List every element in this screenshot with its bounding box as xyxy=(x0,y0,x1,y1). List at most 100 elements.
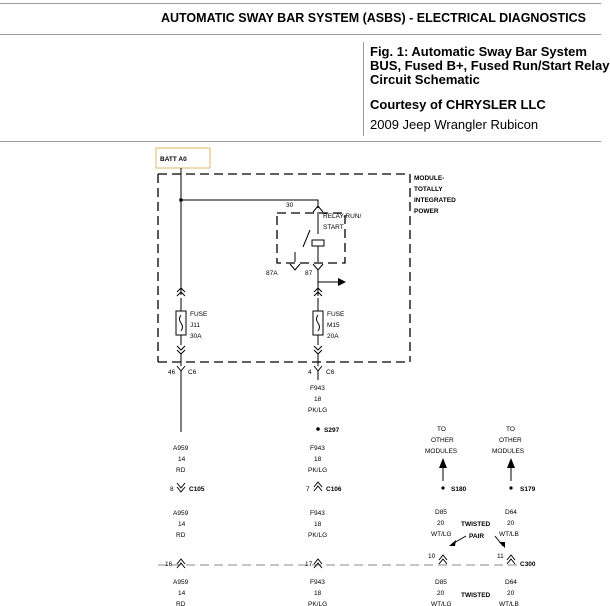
fuse-m15-label: FUSE xyxy=(327,311,345,318)
header-rule xyxy=(0,34,601,35)
wire-a959-circuit-3: A959 xyxy=(173,579,189,586)
fuse-m15-element xyxy=(316,298,320,345)
wire-a959-gauge-1: 14 xyxy=(178,456,186,463)
wire-d85-gauge-1: 20 xyxy=(437,520,445,527)
fuse-m15-top-connector xyxy=(313,287,323,297)
to-modules-left-3: MODULES xyxy=(425,448,458,455)
c300-pin-11: 11 xyxy=(497,553,504,560)
twisted-pair-arrow-right-icon xyxy=(499,542,505,548)
c300-pin-16: 16 xyxy=(165,561,173,568)
c105-label: C105 xyxy=(189,486,205,493)
c300-pin-10: 10 xyxy=(428,553,436,560)
fuse-j11-element xyxy=(179,298,183,345)
c105-connector xyxy=(176,482,186,493)
fuse-j11-bottom-connector xyxy=(176,345,186,355)
wire-f943-circuit-2: F943 xyxy=(310,445,325,452)
relay-coil xyxy=(311,239,325,247)
figure-courtesy: Courtesy of CHRYSLER LLC xyxy=(370,97,546,112)
page-header-title: AUTOMATIC SWAY BAR SYSTEM (ASBS) - ELECT… xyxy=(160,11,586,25)
c6-left-pin: 46 xyxy=(168,369,176,376)
module-label-4: POWER xyxy=(414,208,439,215)
s297-label: S297 xyxy=(324,427,340,434)
top-rule xyxy=(0,3,601,4)
wire-d64-gauge-2: 20 xyxy=(507,590,515,597)
wire-d64-color-2: WT/LB xyxy=(499,601,519,606)
to-modules-right-2: OTHER xyxy=(499,437,522,444)
c300-pin-17: 17 xyxy=(305,561,313,568)
c300-pin-17-connector xyxy=(313,558,323,569)
fuse-j11-rating: 30A xyxy=(190,333,202,340)
twisted-pair-label-lower: TWISTED xyxy=(461,592,491,599)
c6-left-label: C6 xyxy=(188,369,197,376)
figure-title: Fig. 1: Automatic Sway Bar System BUS, F… xyxy=(370,44,610,87)
c106-pin: 7 xyxy=(306,486,310,493)
wire-f943-gauge-3: 18 xyxy=(314,521,322,528)
wire-d64-gauge-1: 20 xyxy=(507,520,515,527)
wire-f943-gauge-1: 18 xyxy=(314,396,322,403)
module-label-3: INTEGRATED xyxy=(414,197,456,204)
to-modules-right-3: MODULES xyxy=(492,448,525,455)
wire-d85-circuit-1: D85 xyxy=(435,509,447,516)
c6-right-connector xyxy=(313,365,323,376)
c300-pin-10-connector xyxy=(438,554,448,565)
wire-a959-color-3: RD xyxy=(176,601,186,606)
batt-label: BATT A0 xyxy=(160,156,187,163)
to-modules-left-1: TO xyxy=(437,426,446,433)
wire-a959-gauge-2: 14 xyxy=(178,521,186,528)
to-modules-left-arrow-icon xyxy=(439,458,447,468)
s297-splice-dot xyxy=(316,427,320,431)
to-modules-right-arrow-icon xyxy=(507,458,515,468)
relay-pin-87: 87 xyxy=(305,270,313,277)
wire-a959-circuit-1: A959 xyxy=(173,445,189,452)
c6-right-label: C6 xyxy=(326,369,335,376)
s180-label: S180 xyxy=(451,486,467,493)
fuse-j11-top-connector xyxy=(176,287,186,297)
relay-label-2: START xyxy=(323,224,344,231)
wire-d85-circuit-2: D85 xyxy=(435,579,447,586)
wire-d85-color-2: WT/LG xyxy=(431,601,452,606)
wire-f943-color-2: PK/LG xyxy=(308,467,327,474)
wire-f943-color-1: PK/LG xyxy=(308,407,327,414)
relay-pin-30: 30 xyxy=(286,202,294,209)
fuse-j11-label: FUSE xyxy=(190,311,208,318)
wire-f943-gauge-4: 18 xyxy=(314,590,322,597)
wire-a959-gauge-3: 14 xyxy=(178,590,186,597)
wire-d64-circuit-2: D64 xyxy=(505,579,517,586)
module-label-1: MODULE- xyxy=(414,175,444,182)
page-header: AUTOMATIC SWAY BAR SYSTEM (ASBS) - ELECT… xyxy=(0,11,601,25)
wire-d85-gauge-2: 20 xyxy=(437,590,445,597)
figure-caption: Fig. 1: Automatic Sway Bar System BUS, F… xyxy=(363,42,609,136)
c6-left-connector xyxy=(176,365,186,376)
twisted-pair-label-1: TWISTED xyxy=(461,521,491,528)
relay-pin-30-connector xyxy=(312,205,324,213)
wire-f943-color-4: PK/LG xyxy=(308,601,327,606)
fuse-m15-id: M15 xyxy=(327,322,340,329)
c6-right-pin: 4 xyxy=(308,369,312,376)
module-boundary xyxy=(157,173,411,363)
s179-label: S179 xyxy=(520,486,536,493)
wire-a959-color-2: RD xyxy=(176,532,186,539)
fuse-m15-bottom-connector xyxy=(313,345,323,355)
wire-d64-color-1: WT/LB xyxy=(499,531,519,538)
batt-bus-wire xyxy=(180,168,319,208)
wire-f943-color-3: PK/LG xyxy=(308,532,327,539)
relay-box xyxy=(276,212,346,264)
s179-splice-dot xyxy=(509,486,513,490)
c300-pin-11-connector xyxy=(506,554,516,565)
wire-d85-color-1: WT/LG xyxy=(431,531,452,538)
relay-switch-contacts xyxy=(294,212,319,262)
c106-label: C106 xyxy=(326,486,342,493)
module-label-2: TOTALLY xyxy=(414,186,443,193)
relay-output-wire xyxy=(317,270,340,283)
relay-pin-87a: 87A xyxy=(266,270,278,277)
to-modules-right-1: TO xyxy=(506,426,515,433)
c300-pin-16-connector xyxy=(176,558,186,569)
batt-label-box xyxy=(155,147,211,169)
fuse-m15-rating: 20A xyxy=(327,333,339,340)
wire-f943-circuit-3: F943 xyxy=(310,510,325,517)
wire-f943-circuit-1: F943 xyxy=(310,385,325,392)
wire-d64-circuit-1: D64 xyxy=(505,509,517,516)
figure-vehicle: 2009 Jeep Wrangler Rubicon xyxy=(370,117,539,132)
wire-f943-gauge-2: 18 xyxy=(314,456,322,463)
s180-splice-dot xyxy=(441,486,445,490)
